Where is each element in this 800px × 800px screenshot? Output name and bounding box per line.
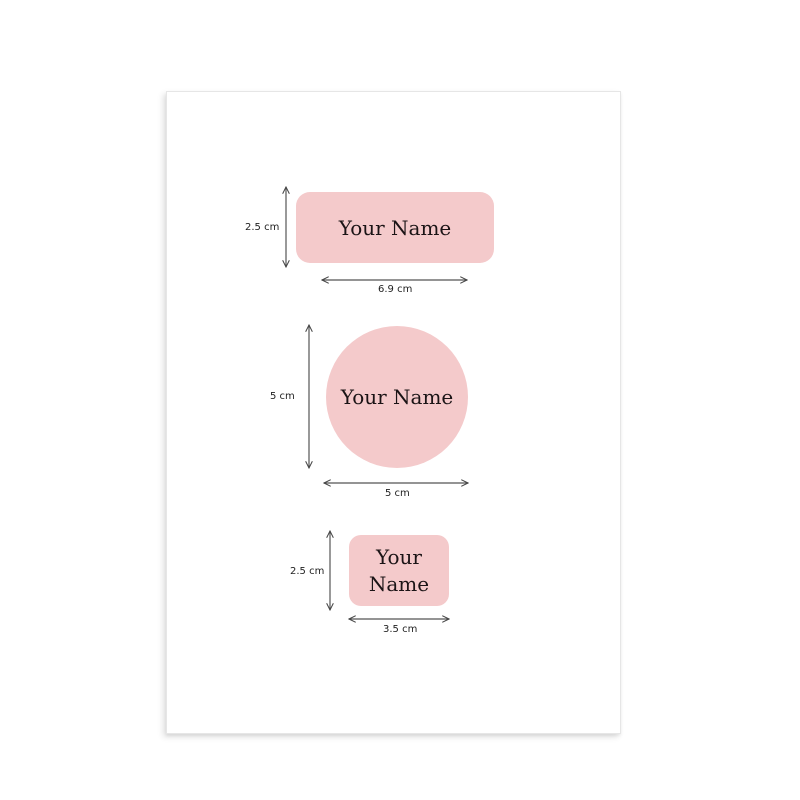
label-text-line1: Your bbox=[376, 544, 422, 569]
small-rectangle-name-label: Your Name bbox=[349, 535, 449, 606]
rectangle-name-label: Your Name bbox=[296, 192, 494, 263]
height-dimension-text: 2.5 cm bbox=[290, 566, 325, 577]
label-text: Your Name bbox=[338, 215, 452, 240]
height-dimension-text: 5 cm bbox=[270, 391, 295, 402]
width-dimension-text: 3.5 cm bbox=[383, 624, 418, 635]
label-text: Your Name bbox=[340, 385, 454, 409]
width-dimension-text: 5 cm bbox=[385, 488, 410, 499]
height-dimension-text: 2.5 cm bbox=[245, 222, 280, 233]
width-dimension-text: 6.9 cm bbox=[378, 284, 413, 295]
circle-name-label: Your Name bbox=[326, 326, 468, 468]
label-text-line2: Name bbox=[368, 571, 430, 596]
